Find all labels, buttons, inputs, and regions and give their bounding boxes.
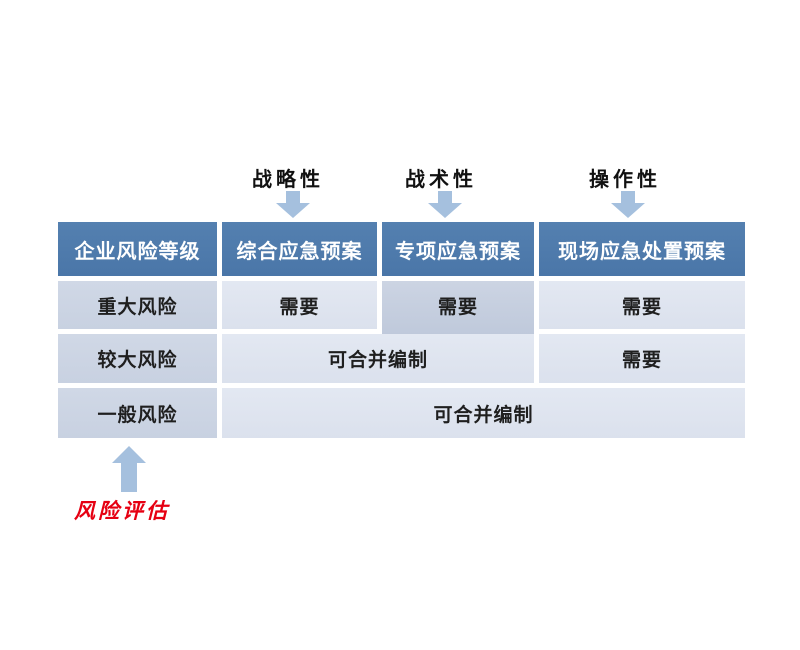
cell-general-merged: 可合并编制 <box>222 388 745 438</box>
cell-major-comprehensive: 需要 <box>222 281 377 329</box>
cell-larger-onsite: 需要 <box>539 334 745 383</box>
header-comprehensive-plan: 综合应急预案 <box>222 222 377 276</box>
down-arrow-icon <box>611 191 645 218</box>
down-arrow-icon <box>276 191 310 218</box>
header-special-plan: 专项应急预案 <box>382 222 534 276</box>
up-arrow-icon <box>112 446 146 492</box>
label-strategic: 战略性 <box>252 169 324 191</box>
label-operational: 操作性 <box>589 169 661 191</box>
risk-plan-table: 企业风险等级 综合应急预案 专项应急预案 现场应急处置预案 重大风险 需要 需要… <box>58 222 745 438</box>
risk-assessment-label: 风险评估 <box>74 500 170 523</box>
label-tactical: 战术性 <box>405 169 477 191</box>
down-arrow-icon <box>428 191 462 218</box>
cell-major-onsite: 需要 <box>539 281 745 329</box>
cell-larger-merged: 可合并编制 <box>222 334 534 383</box>
row-label-major-risk: 重大风险 <box>58 281 217 329</box>
row-label-general-risk: 一般风险 <box>58 388 217 438</box>
cell-major-special-highlighted: 需要 <box>382 281 534 335</box>
header-risk-level: 企业风险等级 <box>58 222 217 276</box>
row-label-larger-risk: 较大风险 <box>58 334 217 383</box>
header-onsite-plan: 现场应急处置预案 <box>539 222 745 276</box>
